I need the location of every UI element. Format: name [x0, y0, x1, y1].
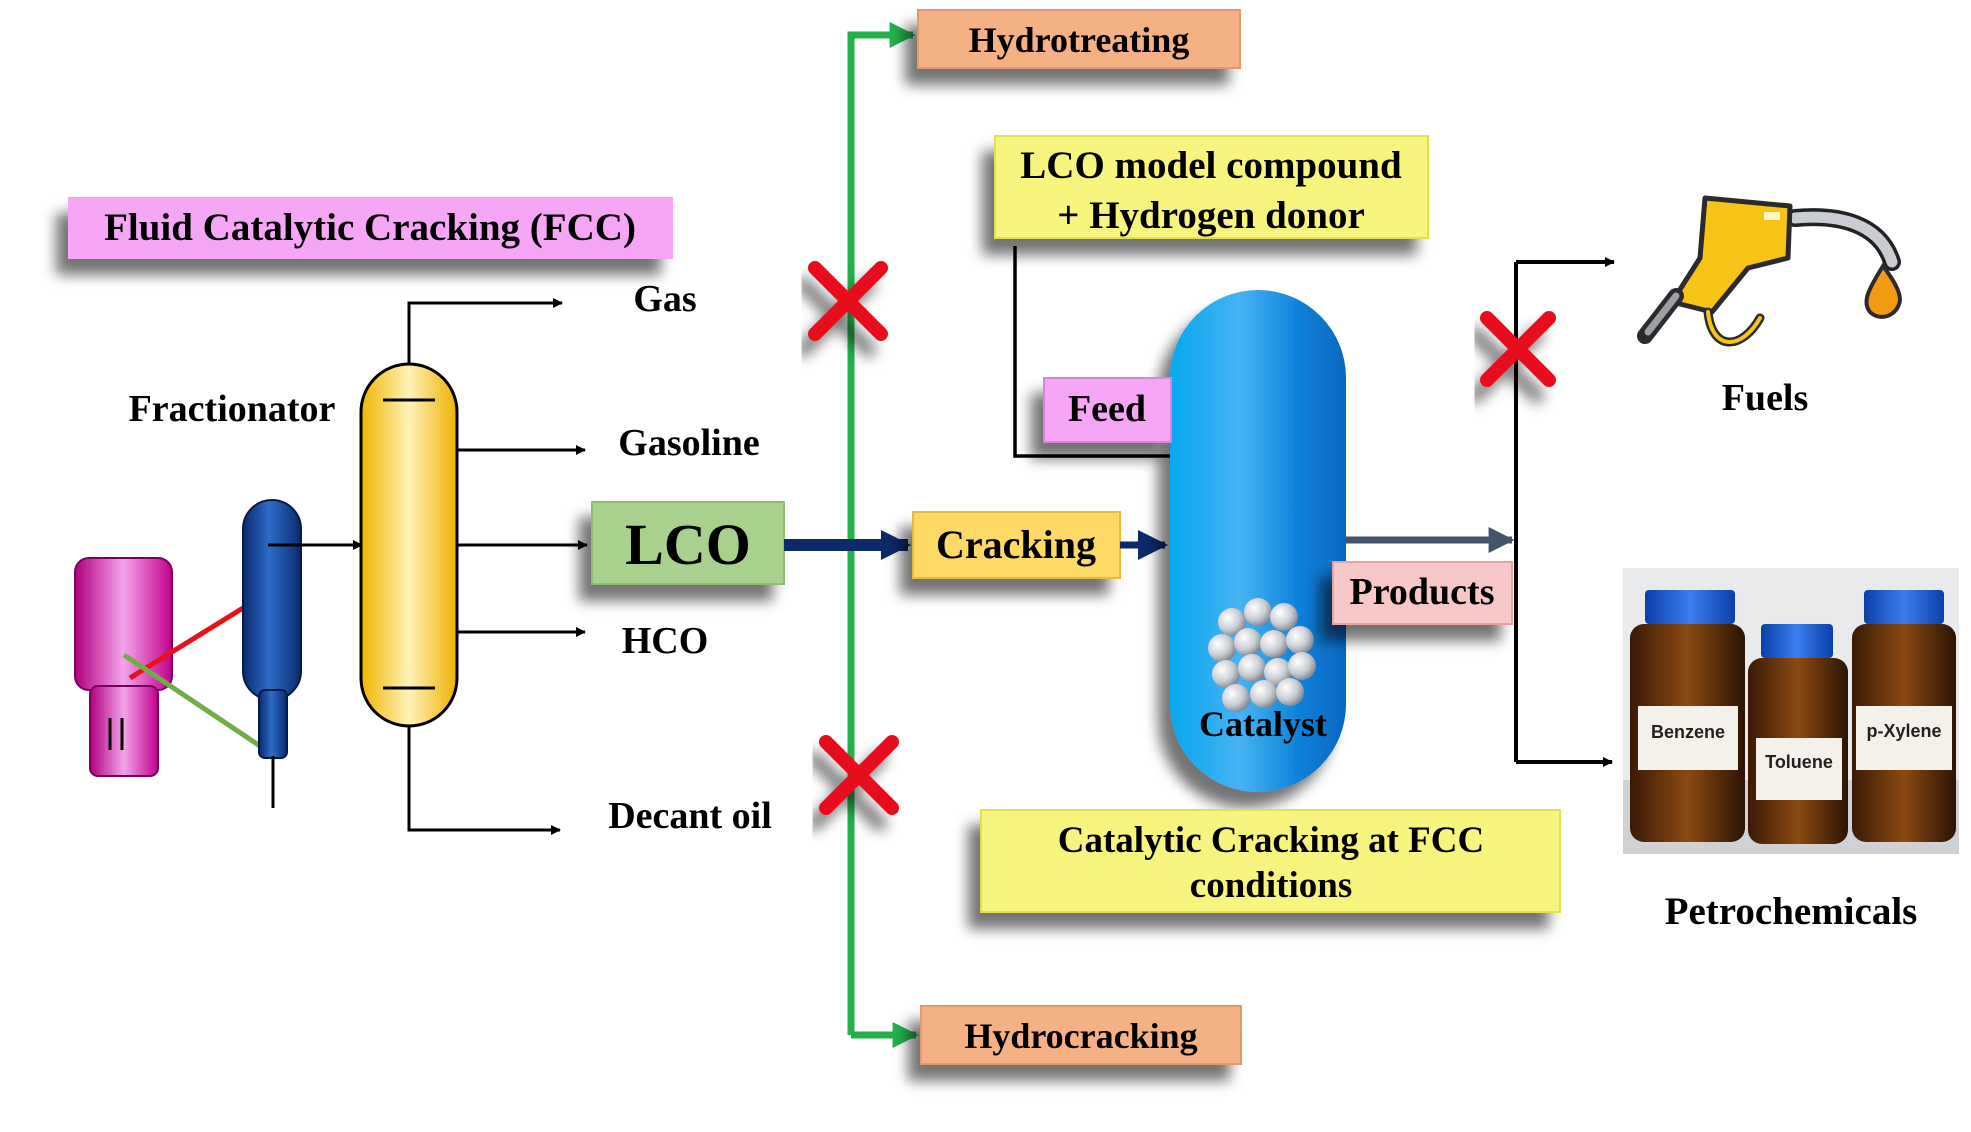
fractionator-column — [359, 362, 459, 728]
feed-arrow — [1013, 246, 1191, 461]
conditions-line1: Catalytic Cracking at FCC — [1058, 820, 1484, 861]
riser-reactor — [242, 499, 302, 808]
gas-line — [407, 298, 563, 364]
gasoline-label: Gasoline — [618, 422, 759, 464]
feed-label: Feed — [1068, 388, 1146, 430]
decant-oil-line — [407, 726, 561, 835]
cracking-box — [912, 511, 1121, 579]
lco-label: LCO — [625, 512, 751, 577]
blocked-hydrotreating-cross-icon — [808, 261, 888, 341]
blocked-fuels-cross-icon — [1480, 311, 1556, 387]
catalyst-transfer-red — [128, 605, 245, 681]
hydrotreating-box — [917, 9, 1241, 69]
fuels-label: Fuels — [1722, 377, 1809, 419]
toluene-bottle-label: Toluene — [1765, 752, 1833, 772]
fuel-nozzle-icon — [1637, 195, 1903, 347]
green-route-up — [847, 22, 916, 1035]
model-compound-box — [994, 135, 1429, 239]
hco-label: HCO — [622, 620, 709, 662]
lco-box — [591, 501, 785, 585]
feed-box — [1043, 377, 1172, 443]
conditions-box — [980, 809, 1561, 913]
hydrocracking-box — [920, 1005, 1242, 1065]
petrochemical-bottles-image — [1623, 568, 1959, 854]
conditions-line2: conditions — [1190, 865, 1352, 906]
gas-label: Gas — [633, 278, 696, 320]
catalyst-label: Catalyst — [1199, 704, 1327, 744]
catalyst-pellets-icon — [1208, 598, 1316, 712]
petrochemicals-label: Petrochemicals — [1665, 890, 1918, 933]
blocked-hydrocracking-cross-icon — [819, 735, 899, 815]
cracking-label: Cracking — [936, 522, 1096, 567]
regenerator-vessel — [74, 557, 173, 777]
benzene-bottle-label: Benzene — [1651, 722, 1725, 742]
decant-oil-label: Decant oil — [608, 795, 772, 837]
fcc-title-box — [68, 197, 673, 259]
hydrocracking-label: Hydrocracking — [964, 1016, 1197, 1056]
catalyst-transfer-green — [122, 652, 277, 759]
model-compound-line2: + Hydrogen donor — [1057, 194, 1365, 237]
xylene-bottle-label: p-Xylene — [1866, 721, 1941, 741]
products-label: Products — [1350, 571, 1495, 613]
model-compound-line1: LCO model compound — [1020, 144, 1402, 187]
hydrotreating-label: Hydrotreating — [969, 20, 1190, 60]
products-box — [1332, 561, 1513, 625]
fractionator-label: Fractionator — [129, 388, 336, 430]
fcc-title: Fluid Catalytic Cracking (FCC) — [104, 206, 636, 249]
